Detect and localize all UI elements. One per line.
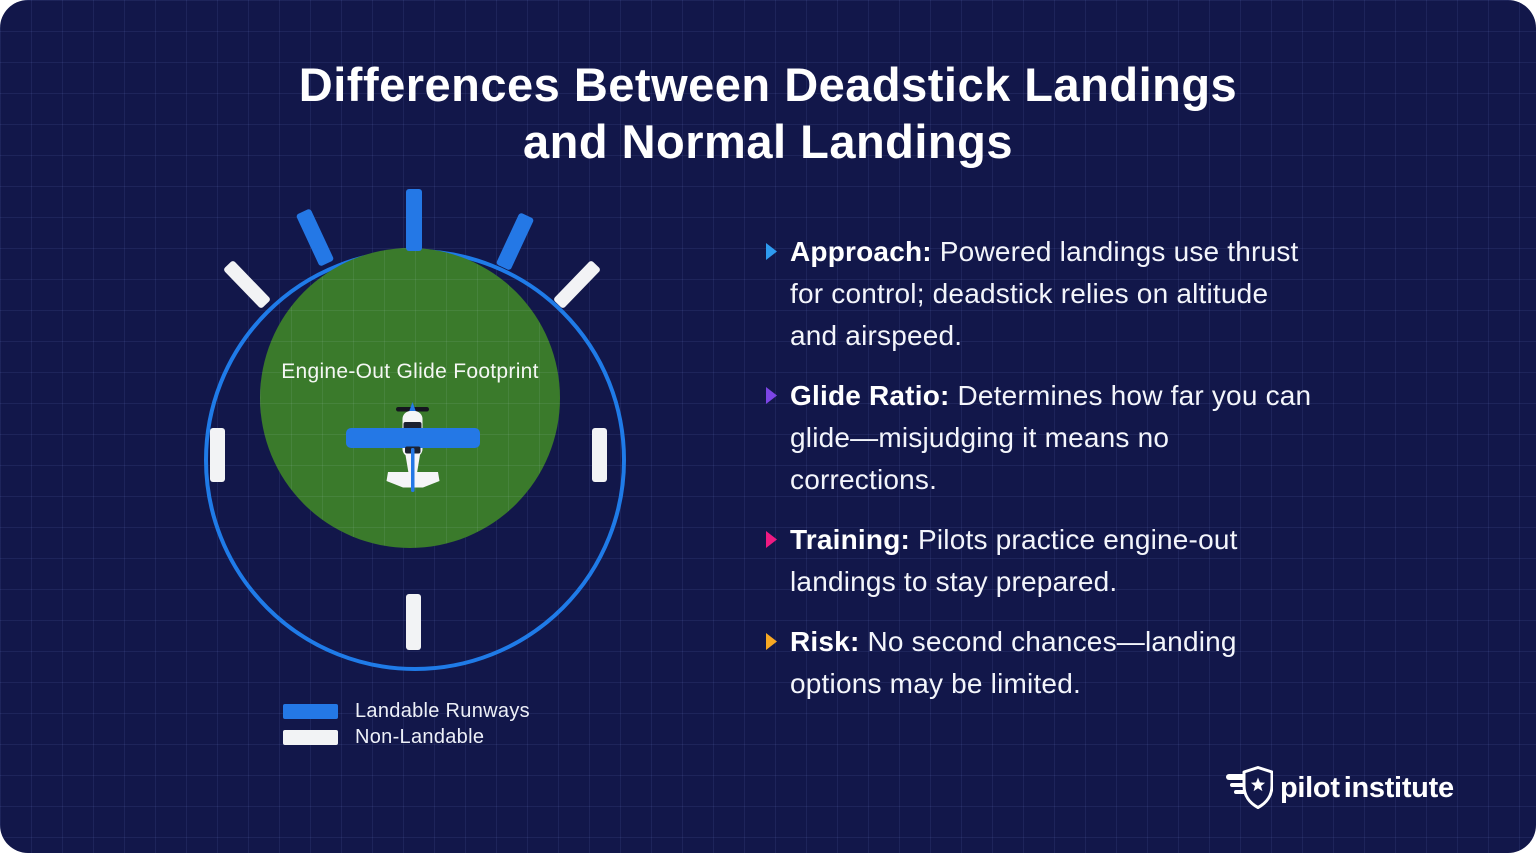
runway-landable-top <box>406 189 422 251</box>
triangle-bullet-icon <box>766 633 777 650</box>
runway-nonlandable-bottom <box>406 594 421 650</box>
legend-label-nonlandable: Non-Landable <box>355 726 485 748</box>
runway-landable-upper-left <box>295 208 335 267</box>
runway-nonlandable-right <box>592 428 607 482</box>
triangle-bullet-icon <box>766 243 777 260</box>
runway-legend: Landable Runways Non-Landable <box>283 700 530 748</box>
legend-row-landable: Landable Runways <box>283 700 530 722</box>
runway-nonlandable-far-left <box>222 259 272 310</box>
title-line-2: and Normal Landings <box>523 115 1013 168</box>
triangle-bullet-icon <box>766 387 777 404</box>
glide-footprint-circle <box>260 248 560 548</box>
nonlandable-color-swatch <box>283 730 338 745</box>
runway-nonlandable-left <box>210 428 225 482</box>
triangle-bullet-icon <box>766 531 777 548</box>
winged-shield-star-icon <box>1226 766 1273 809</box>
title-line-1: Differences Between Deadstick Landings <box>298 58 1238 111</box>
airplane-top-view-icon <box>346 402 480 492</box>
legend-row-nonlandable: Non-Landable <box>283 726 530 748</box>
legend-label-landable: Landable Runways <box>355 700 530 722</box>
runway-nonlandable-far-right <box>552 259 602 310</box>
runway-landable-upper-right <box>495 212 535 271</box>
footprint-label: Engine-Out Glide Footprint <box>281 360 539 383</box>
landable-color-swatch <box>283 704 338 719</box>
